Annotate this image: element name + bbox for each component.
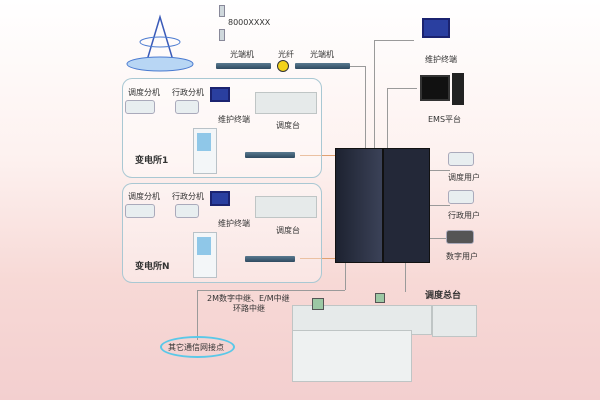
wireless-tower-icon: [125, 12, 195, 72]
optical-terminal-label: 光端机: [230, 50, 254, 59]
fiber-label: 光纤: [278, 50, 294, 59]
other-network-node: [160, 336, 235, 358]
optical-terminal-label: 光端机: [310, 50, 334, 59]
digital-phone-icon: [446, 230, 474, 244]
other-network-label: 其它通信网接点: [168, 343, 224, 352]
dispatch-user-label: 调度用户: [448, 173, 480, 182]
console-desk: [255, 196, 317, 218]
mobile-phone-icon: [219, 29, 225, 41]
laptop-icon: [210, 87, 230, 102]
phone-icon: [175, 100, 199, 114]
console-desk: [255, 92, 317, 114]
monitor-icon: [375, 293, 385, 303]
admin-ext-label: 行政分机: [172, 192, 204, 201]
substation-name: 变电所N: [135, 262, 170, 272]
computer-icon: [420, 75, 450, 101]
laptop-icon: [422, 18, 450, 38]
phone-number-label: 8000XXXX: [228, 18, 271, 27]
phone-icon: [448, 190, 474, 204]
monitor-icon: [312, 298, 324, 310]
maintenance-terminal-label: 维护终端: [425, 55, 457, 64]
mobile-phone-icon: [219, 5, 225, 17]
main-console-desk: [432, 305, 477, 337]
cabinet-icon: [193, 128, 217, 174]
optical-terminal-device: [295, 63, 350, 69]
dispatch-ext-label: 调度分机: [128, 192, 160, 201]
main-console-desk: [292, 330, 412, 382]
console-label: 调度台: [276, 226, 300, 235]
switch-rack: [335, 148, 383, 263]
trunk-label: 2M数字中继、E/M中继: [207, 294, 290, 303]
phone-icon: [448, 152, 474, 166]
phone-icon: [175, 204, 199, 218]
digital-user-label: 数字用户: [446, 252, 478, 261]
switch-rack: [383, 148, 430, 263]
maintenance-terminal-label: 维护终端: [218, 219, 250, 228]
laptop-icon: [210, 191, 230, 206]
phone-icon: [125, 204, 155, 218]
cabinet-icon: [193, 232, 217, 278]
substation-name: 变电所1: [135, 156, 169, 166]
fiber-icon: [277, 60, 289, 72]
trunk-label: 环路中继: [233, 304, 265, 313]
optical-terminal-device: [216, 63, 271, 69]
optical-terminal-device: [245, 256, 295, 262]
phone-icon: [125, 100, 155, 114]
ems-platform-label: EMS平台: [428, 115, 462, 124]
console-label: 调度台: [276, 121, 300, 130]
admin-user-label: 行政用户: [448, 211, 480, 220]
maintenance-terminal-label: 维护终端: [218, 115, 250, 124]
main-console-label: 调度总台: [425, 291, 462, 301]
dispatch-ext-label: 调度分机: [128, 88, 160, 97]
admin-ext-label: 行政分机: [172, 88, 204, 97]
tower-pc-icon: [452, 73, 464, 105]
optical-terminal-device: [245, 152, 295, 158]
